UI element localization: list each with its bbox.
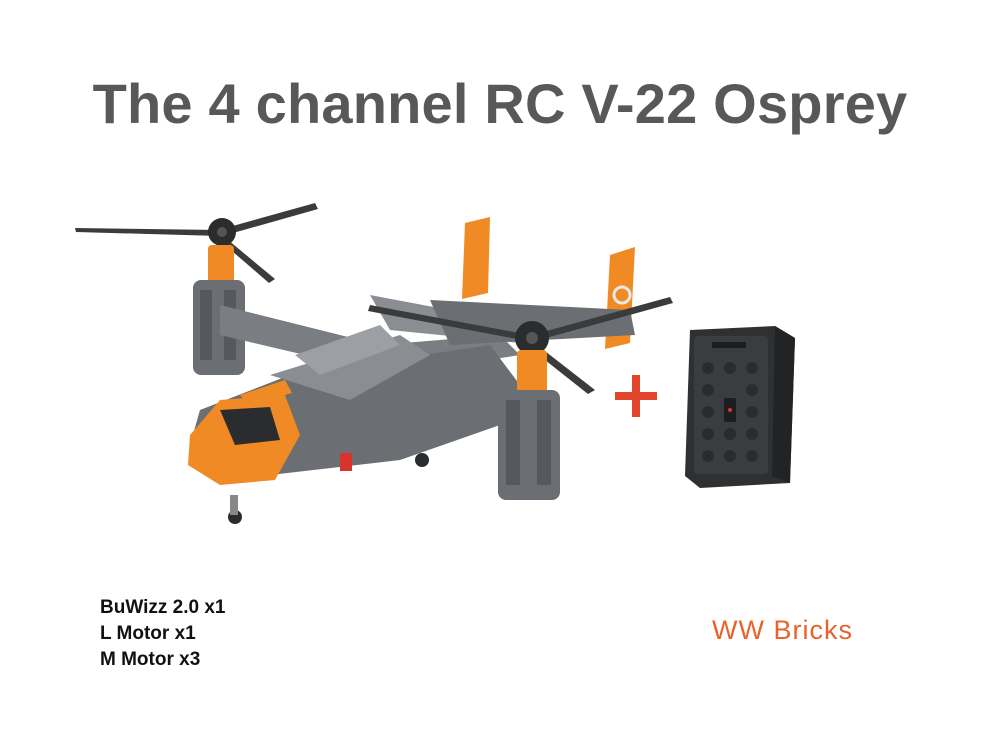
brand-label: WW Bricks <box>712 615 853 645</box>
plus-icon <box>615 375 657 417</box>
buwizz-image <box>685 326 795 488</box>
component-item: M Motor x3 <box>100 649 201 670</box>
component-list: BuWizz 2.0 x1 L Motor x1 M Motor x3 <box>100 595 225 673</box>
component-item: L Motor x1 <box>100 623 196 644</box>
osprey-model-image <box>75 203 673 524</box>
slide-title: The 4 channel RC V-22 Osprey <box>92 72 908 135</box>
component-item: BuWizz 2.0 x1 <box>100 597 226 618</box>
